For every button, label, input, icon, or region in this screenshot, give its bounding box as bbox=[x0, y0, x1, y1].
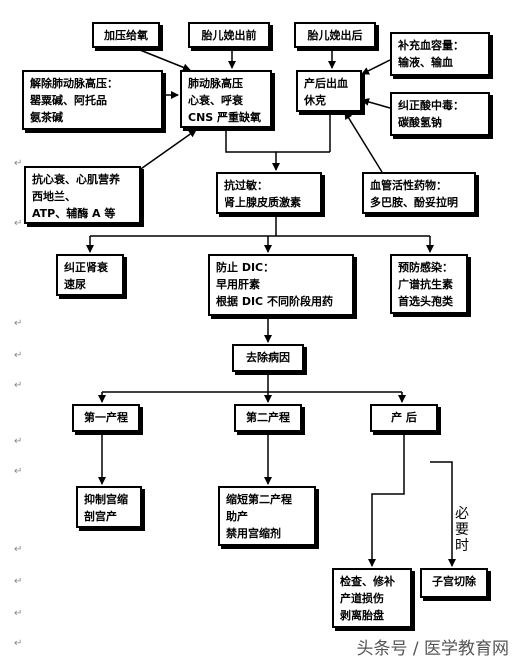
box-chanhou-line-1: 产 后 bbox=[391, 411, 417, 424]
box-buchong-line-2: 输液、输血 bbox=[398, 56, 453, 69]
box-suoduan-line-3: 禁用宫缩剂 bbox=[226, 527, 281, 540]
box-jiancha-xiubu: 检查、修补 产道损伤 剥离胎盘 bbox=[332, 568, 412, 628]
box-kangguomin-line-2: 肾上腺皮质激素 bbox=[224, 196, 301, 209]
box-zigong-line-1: 子宫切除 bbox=[432, 575, 476, 588]
box-dier-chancheng: 第二产程 bbox=[234, 404, 302, 432]
box-kang-xinshuai: 抗心衰、心肌营养 西地兰、 ATP、辅酶 A 等 bbox=[24, 166, 141, 224]
arrow-feidong-to-kangguomin bbox=[225, 128, 280, 171]
arrow-to-zigong bbox=[430, 461, 456, 567]
box-jiancha-line-1: 检查、修补 bbox=[340, 575, 395, 588]
box-kangxin-line-2: 西地兰、 bbox=[32, 190, 76, 203]
box-shenshuai-line-1: 纠正肾衰 bbox=[64, 261, 108, 274]
box-ganran-line-1: 预防感染： bbox=[398, 261, 453, 274]
box-shenshuai-line-2: 速尿 bbox=[64, 278, 86, 291]
box-jiechu-line-1: 解除肺动脉高压： bbox=[30, 77, 118, 90]
box-feidongmai-line-1: 肺动脉高压 bbox=[188, 77, 243, 90]
box-suoduan-line-2: 助产 bbox=[226, 510, 248, 523]
box-qubing-line-1: 去除病因 bbox=[246, 351, 290, 364]
box-taier-mianchu-qian-line-1: 胎儿娩出前 bbox=[201, 29, 257, 42]
box-jiuzheng-suan-line-1: 纠正酸中毒： bbox=[398, 99, 464, 112]
box-jiancha-line-3: 剥离胎盘 bbox=[340, 609, 384, 622]
box-chanhou-chuxue: 产后出血 休克 bbox=[296, 70, 362, 112]
box-taier-mianchu-hou-line-1: 胎儿娩出后 bbox=[307, 29, 363, 42]
box-jiechu-line-3: 氨茶碱 bbox=[30, 111, 63, 124]
box-jiuzheng-suanzhongdu: 纠正酸中毒： 碳酸氢钠 bbox=[390, 92, 490, 136]
box-yufang-ganran: 预防感染： 广谱抗生素 首选头孢类 bbox=[390, 254, 468, 314]
box-jiechu-feidongmai: 解除肺动脉高压： 罂粟碱、阿托品 氨茶碱 bbox=[22, 70, 163, 130]
box-diyi-chancheng: 第一产程 bbox=[72, 404, 140, 432]
arrow-buchong-to-chuxue bbox=[361, 59, 391, 75]
box-di2-line-1: 第二产程 bbox=[246, 411, 290, 424]
arrow-jiaya-to-feidong bbox=[134, 47, 191, 72]
arrow-chanhou-to-jiancha bbox=[368, 432, 405, 567]
box-zigong-qiechu: 子宫切除 bbox=[420, 568, 488, 598]
watermark-text: 头条号 / 医学教育网 bbox=[356, 639, 509, 659]
box-chanhou-chuxue-line-1: 产后出血 bbox=[304, 77, 348, 90]
box-feidongmai-line-2: 心衰、呼衰 bbox=[188, 94, 243, 107]
box-kang-guomin: 抗过敏： 肾上腺皮质激素 bbox=[216, 172, 322, 214]
box-jiaya-geiyang-line-1: 加压给氧 bbox=[104, 29, 148, 42]
box-dic-line-1: 防止 DIC： bbox=[216, 261, 275, 274]
box-buchong-line-1: 补充血容量： bbox=[398, 39, 464, 52]
box-feidongmai-line-3: CNS 严重缺氧 bbox=[188, 111, 262, 124]
box-yizhi-gongsuo: 抑制宫缩 剖宫产 bbox=[76, 486, 142, 528]
box-jiuzheng-shenshuai: 纠正肾衰 速尿 bbox=[56, 254, 124, 296]
box-jiuzheng-suan-line-2: 碳酸氢钠 bbox=[398, 116, 442, 129]
box-yizhi-line-2: 剖宫产 bbox=[84, 510, 117, 523]
box-chanhou: 产 后 bbox=[370, 404, 438, 432]
box-dic-line-3: 根据 DIC 不同阶段用药 bbox=[216, 295, 333, 308]
box-jiechu-line-2: 罂粟碱、阿托品 bbox=[30, 94, 107, 107]
box-kangguomin-line-1: 抗过敏： bbox=[224, 179, 268, 192]
arrow-xueguan-to-chuxue bbox=[344, 111, 383, 173]
box-chanhou-chuxue-line-2: 休克 bbox=[304, 94, 326, 107]
box-di1-line-1: 第一产程 bbox=[84, 411, 128, 424]
box-taier-mianchu-qian: 胎儿娩出前 bbox=[188, 22, 270, 48]
box-yizhi-line-1: 抑制宫缩 bbox=[84, 493, 128, 506]
box-taier-mianchu-hou: 胎儿娩出后 bbox=[294, 22, 376, 48]
box-suoduan-dier-chancheng: 缩短第二产程 助产 禁用宫缩剂 bbox=[218, 486, 316, 546]
box-quchu-bingyin: 去除病因 bbox=[232, 344, 304, 372]
box-kangxin-line-3: ATP、辅酶 A 等 bbox=[32, 207, 116, 220]
box-suoduan-line-1: 缩短第二产程 bbox=[226, 493, 292, 506]
box-dic-line-2: 早用肝素 bbox=[216, 278, 260, 291]
box-ganran-line-2: 广谱抗生素 bbox=[398, 278, 453, 291]
box-fangzhi-dic: 防止 DIC： 早用肝素 根据 DIC 不同阶段用药 bbox=[208, 254, 354, 316]
side-label-biyaoshi: 必要时 bbox=[455, 506, 469, 554]
box-buchong-xuerongliang: 补充血容量： 输液、输血 bbox=[390, 32, 490, 76]
arrow-suan-to-chuxue bbox=[361, 98, 391, 109]
box-xueguan-huoxing: 血管活性药物： 多巴胺、酚妥拉明 bbox=[362, 172, 476, 214]
box-ganran-line-3: 首选头孢类 bbox=[398, 295, 453, 308]
box-xueguan-line-2: 多巴胺、酚妥拉明 bbox=[370, 196, 458, 209]
box-kangxin-line-1: 抗心衰、心肌营养 bbox=[32, 173, 120, 186]
box-xueguan-line-1: 血管活性药物： bbox=[370, 179, 447, 192]
box-jiancha-line-2: 产道损伤 bbox=[340, 592, 384, 605]
box-feidongmai-gaoya: 肺动脉高压 心衰、呼衰 CNS 严重缺氧 bbox=[180, 70, 272, 128]
box-jiaya-geiyang: 加压给氧 bbox=[92, 22, 160, 48]
